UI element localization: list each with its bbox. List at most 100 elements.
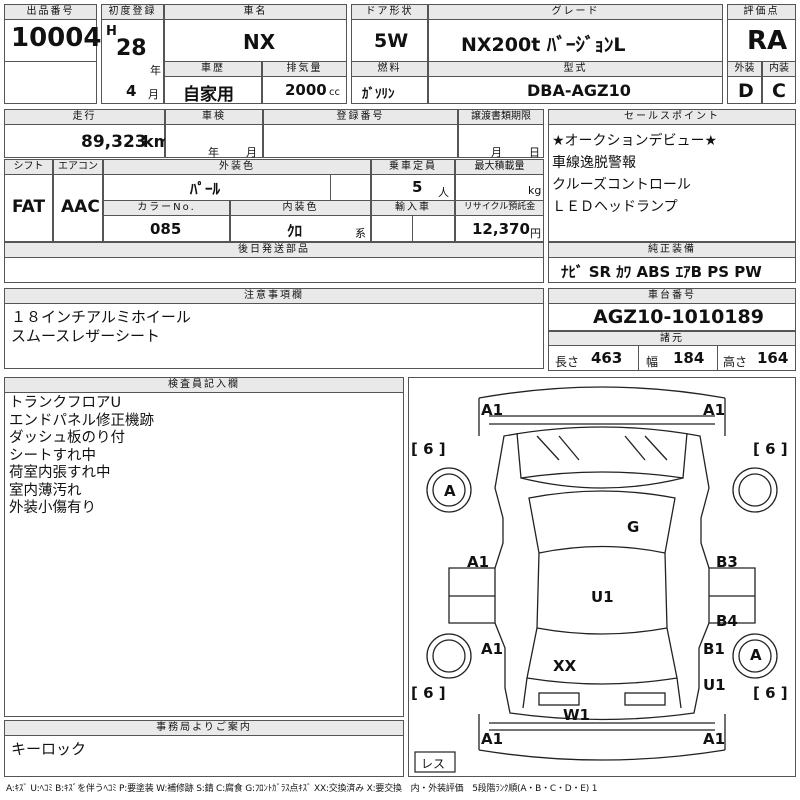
mark-wheel-rear-right: A	[750, 646, 762, 664]
import-divider	[412, 216, 413, 241]
color-no-cell: 085	[103, 215, 230, 242]
height: 164	[757, 349, 789, 367]
first-reg-year: 28	[116, 36, 147, 61]
history-label: 車歴	[164, 61, 262, 77]
model-code-label: 型式	[428, 61, 723, 77]
mark-door-right-rear: B4	[716, 612, 738, 630]
specs-divider	[638, 346, 639, 370]
inspector-item: 外装小傷有り	[9, 500, 96, 516]
length-label: 長さ	[555, 355, 580, 369]
inspector-item: 室内薄汚れ	[9, 482, 82, 499]
sales-point-item: ＬＥＤヘッドランプ	[552, 199, 678, 215]
inspection-month-unit: 月	[246, 146, 257, 159]
specs-divider	[717, 346, 718, 370]
mark-a1-bottom-right: A1	[703, 730, 726, 748]
import-cell	[371, 215, 455, 242]
first-reg-era: H	[106, 24, 117, 39]
lot-blank-cell	[4, 61, 97, 104]
reg-number-label: 登録番号	[263, 109, 458, 125]
exterior-color-divider	[330, 175, 331, 200]
width: 184	[673, 349, 705, 367]
height-label: 高さ	[723, 355, 748, 369]
displacement-cell: 2000 cc	[262, 76, 347, 104]
inspector-cell: トランクフロアU エンドパネル修正機跡 ダッシュ板のり付 シートすれ中 荷室内張…	[4, 392, 404, 717]
import-label: 輸入車	[371, 200, 455, 216]
tire-depth-value: 6	[423, 440, 434, 458]
sales-point-item: ★オークションデビュー★	[552, 133, 718, 149]
sales-point-item: 車線逸脱警報	[552, 155, 636, 171]
exterior-grade-cell: D	[727, 76, 762, 104]
shift-label: シフト	[4, 159, 53, 175]
lot-number: 10004	[11, 23, 102, 53]
grade-cell: NX200t ﾊﾞｰｼﾞｮﾝL	[428, 19, 723, 62]
lot-label: 出品番号	[4, 4, 97, 20]
transfer-month-unit: 月	[491, 146, 502, 159]
interior-color: ｸﾛ	[287, 222, 303, 240]
caution-list: １８インチアルミホイール スムースレザーシート	[11, 308, 191, 346]
shift: FAT	[12, 197, 46, 217]
transfer-day-unit: 日	[529, 146, 540, 159]
caution-label: 注意事項欄	[4, 288, 544, 304]
mark-door-right-front: B3	[716, 553, 738, 571]
length: 463	[591, 349, 623, 367]
mileage-cell: 89,323 km	[4, 124, 170, 158]
inspection-label: 車検	[165, 109, 263, 125]
max-load-unit: kg	[528, 184, 542, 197]
car-outline-drawing	[414, 386, 778, 773]
tire-depth-value: 6	[423, 684, 434, 702]
door-label: ドア形状	[351, 4, 428, 20]
mark-door-left-front: A1	[467, 553, 490, 571]
score-cell: RA	[727, 19, 796, 62]
fuel: ｶﾞｿﾘﾝ	[362, 87, 395, 102]
width-label: 幅	[646, 355, 659, 369]
inspector-item: トランクフロアU	[9, 395, 122, 411]
reg-number-cell	[263, 124, 458, 158]
capacity: 5	[412, 178, 423, 196]
model-code-cell: DBA-AGZ10	[428, 76, 723, 104]
sales-points-cell: ★オークションデビュー★ 車線逸脱警報 クルーズコントロール ＬＥＤヘッドランプ	[548, 124, 796, 242]
exterior-grade-label: 外装	[727, 61, 762, 77]
capacity-unit: 人	[438, 186, 449, 199]
office-label: 事務局よりご案内	[4, 720, 404, 736]
aircon-cell: AAC	[53, 174, 103, 242]
office-note: キーロック	[11, 740, 87, 758]
exterior-grade: D	[738, 80, 754, 102]
mileage-unit: km	[143, 132, 171, 151]
spare-tire-status: レス	[421, 757, 446, 771]
inspection-cell: 年 月	[165, 124, 263, 159]
car-name: NX	[243, 30, 276, 54]
max-load-cell: kg	[455, 174, 544, 201]
mark-a1-bottom-left: A1	[481, 730, 504, 748]
displacement-label: 排気量	[262, 61, 347, 77]
caution-cell: １８インチアルミホイール スムースレザーシート	[4, 303, 544, 369]
later-parts-label: 後日発送部品	[4, 242, 544, 258]
model-code: DBA-AGZ10	[527, 81, 631, 100]
inspector-list: トランクフロアU エンドパネル修正機跡 ダッシュ板のり付 シートすれ中 荷室内張…	[9, 395, 154, 518]
mark-center: U1	[591, 588, 614, 606]
inspector-item: 荷室内張すれ中	[9, 465, 111, 481]
capacity-cell: 5 人	[371, 174, 455, 201]
car-name-label: 車名	[164, 4, 347, 20]
color-no-label: カラーNo.	[103, 200, 230, 216]
caution-item: １８インチアルミホイール	[11, 308, 191, 326]
exterior-color-label: 外装色	[103, 159, 371, 175]
interior-grade-label: 内装	[762, 61, 796, 77]
inspector-item: シートすれ中	[9, 447, 96, 464]
interior-color-unit: 系	[355, 227, 366, 240]
lot-cell: 10004	[4, 19, 101, 62]
equipment-label: 純正装備	[548, 242, 796, 258]
later-parts-cell	[4, 257, 544, 283]
equipment-cell: ﾅﾋﾞ SR ｶﾜ ABS ｴｱB PS PW	[548, 257, 796, 283]
caution-item: スムースレザーシート	[11, 327, 160, 345]
mark-fender-left-rear: A1	[481, 640, 504, 658]
grade: NX200t ﾊﾞｰｼﾞｮﾝL	[461, 34, 626, 56]
max-load-label: 最大積載量	[455, 159, 544, 175]
tire-depth-tr: [ 6 ]	[753, 440, 788, 458]
sales-point-item: クルーズコントロール	[552, 177, 691, 193]
interior-grade: C	[772, 80, 786, 102]
equipment: ﾅﾋﾞ SR ｶﾜ ABS ｴｱB PS PW	[561, 263, 762, 281]
tire-depth-value: 6	[765, 684, 776, 702]
mileage-label: 走行	[4, 109, 165, 125]
exterior-color: ﾊﾟｰﾙ	[190, 180, 221, 198]
legend: A:ｷｽﾞ U:ﾍｺﾐ B:ｷｽﾞを伴うﾍｺﾐ P:要塗装 W:補修跡 S:錆 …	[6, 784, 598, 794]
